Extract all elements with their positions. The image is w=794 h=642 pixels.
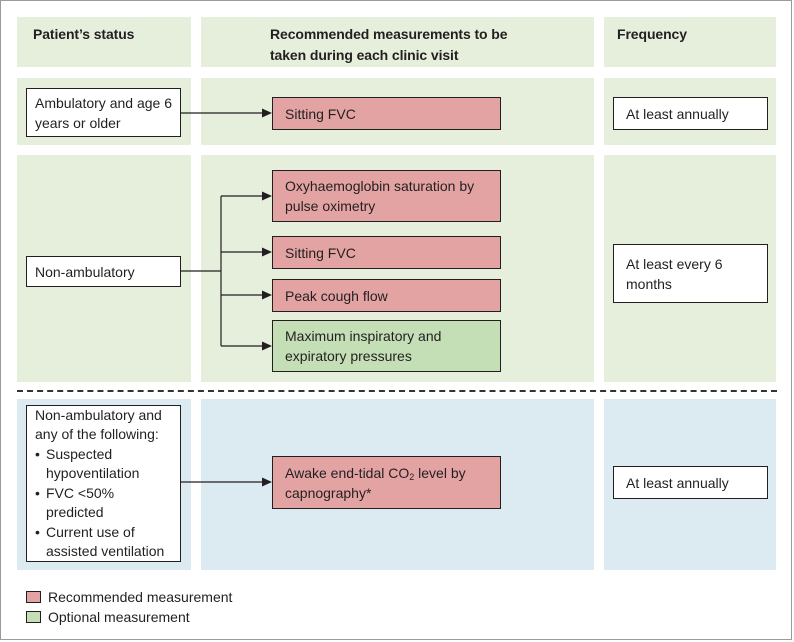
arrowhead xyxy=(262,341,272,351)
legend-swatch-recommended xyxy=(26,591,41,603)
status-intro: Non-ambulatory and any of the following: xyxy=(35,406,162,443)
measurement-box-oxyhaemoglobin: Oxyhaemoglobin saturation by pulse oxime… xyxy=(272,170,501,222)
header-status: Patient’s status xyxy=(33,26,135,42)
header-measurements: Recommended measurements to be taken dur… xyxy=(270,26,508,63)
status-box-non-ambulatory: Non-ambulatory xyxy=(26,256,181,287)
arrowhead xyxy=(262,191,272,201)
measurement-label: Awake end-tidal CO2 level by capnography… xyxy=(285,464,466,501)
header-panel-frequency xyxy=(604,17,776,67)
arrowhead xyxy=(262,247,272,257)
legend-optional: Optional measurement xyxy=(26,609,190,625)
header-panel-status xyxy=(17,17,191,67)
frequency-label: At least every 6 months xyxy=(626,255,723,292)
legend-label-optional: Optional measurement xyxy=(48,609,190,625)
measurement-box-sitting-fvc: Sitting FVC xyxy=(272,236,501,269)
measurement-label: Sitting FVC xyxy=(285,105,356,122)
measurement-box-capnography: Awake end-tidal CO2 level by capnography… xyxy=(272,456,501,509)
arrowhead xyxy=(262,108,272,118)
status-box-ambulatory: Ambulatory and age 6 years or older xyxy=(26,88,181,137)
condition-list: •Suspected hypoventilation •FVC <50% pre… xyxy=(35,445,172,562)
measurement-label: Oxyhaemoglobin saturation by pulse oxime… xyxy=(285,178,475,214)
frequency-box-non-ambulatory-plus: At least annually xyxy=(613,466,768,499)
measurement-label: Peak cough flow xyxy=(285,287,388,304)
header-panel-measurements xyxy=(201,17,594,67)
legend-swatch-optional xyxy=(26,611,41,623)
legend-recommended: Recommended measurement xyxy=(26,589,232,605)
frequency-box-ambulatory: At least annually xyxy=(613,97,768,130)
condition-item: •Current use of assisted ventilation xyxy=(35,523,165,560)
condition-item: •FVC <50% predicted xyxy=(35,484,115,521)
measurement-label: Maximum inspiratory and expiratory press… xyxy=(285,328,442,364)
measurement-box-max-pressures: Maximum inspiratory and expiratory press… xyxy=(272,320,501,372)
condition-item: •Suspected hypoventilation xyxy=(35,445,140,482)
arrowhead xyxy=(262,477,272,487)
measurement-label: Sitting FVC xyxy=(285,244,356,261)
measurement-box-sitting-fvc-ambulatory: Sitting FVC xyxy=(272,97,501,130)
status-box-non-ambulatory-plus: Non-ambulatory and any of the following:… xyxy=(26,405,181,562)
frequency-box-non-ambulatory: At least every 6 months xyxy=(613,244,768,303)
header-frequency: Frequency xyxy=(617,26,687,42)
frequency-label: At least annually xyxy=(626,474,729,491)
status-label-non-ambulatory: Non-ambulatory xyxy=(35,263,135,280)
status-label-ambulatory: Ambulatory and age 6 years or older xyxy=(35,94,172,131)
frequency-label: At least annually xyxy=(626,105,729,122)
legend-label-recommended: Recommended measurement xyxy=(48,589,233,605)
section-divider xyxy=(17,390,777,392)
arrowhead xyxy=(262,290,272,300)
measurement-box-peak-cough-flow: Peak cough flow xyxy=(272,279,501,312)
